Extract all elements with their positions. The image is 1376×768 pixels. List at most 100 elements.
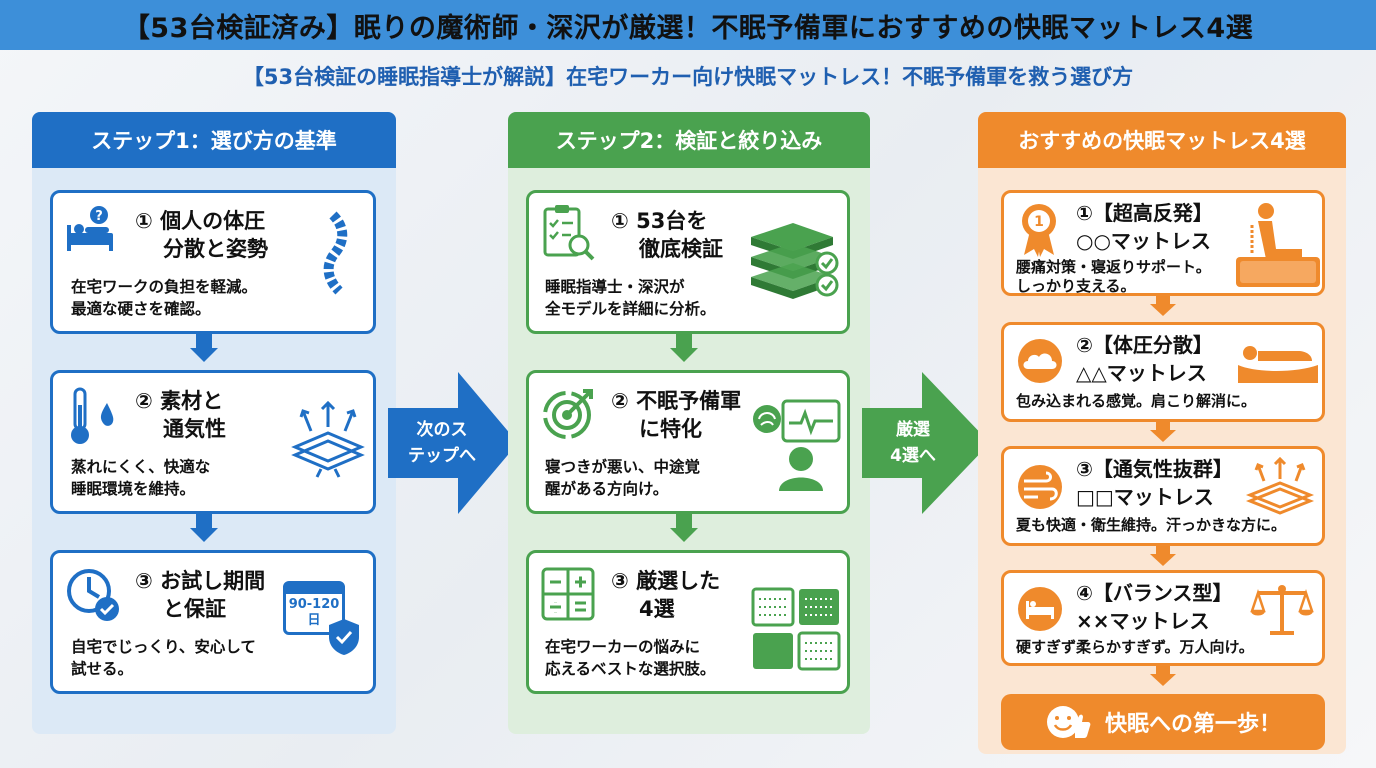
balance-scale-icon [1250,585,1314,635]
step3-arrow-2 [1156,422,1170,430]
step2-arrow-2 [676,514,692,528]
step2-card-3-title2: 4選 [639,597,675,621]
step3-card-1-desc2: しっかり支える。 [1016,277,1136,295]
step3-card-4-title1: ④【バランス型】 [1076,581,1233,605]
step3-card-1: 1 ①【超高反発】 ○○マットレス 腰痛対策・寝返りサポート。 しっかり支える。 [1001,190,1325,296]
target-icon [543,389,593,439]
step3-arrow-1 [1156,296,1170,304]
next-step-line2: テップへ [408,446,476,466]
clock-check-icon [67,569,119,621]
step1-card-2-desc1: 蒸れにくく、快適な [71,458,211,476]
title-bar: 【53台検証済み】眠りの魔術師・深沢が厳選！不眠予備軍におすすめの快眠マットレス… [0,0,1376,50]
step2-card-2-title1: ② 不眠予備軍 [611,389,742,413]
calculator-icon [541,567,595,621]
select-four-line1: 厳選 [896,420,930,440]
step3-arrow-2-head [1150,430,1176,442]
final-step-label: 快眠への第一歩！ [1104,712,1281,737]
step3-arrow-3 [1156,546,1170,554]
step1-header: ステップ1：選び方の基準 [32,112,396,168]
step1-card-2-title1: ② 素材と [135,389,224,413]
step2-header: ステップ2：検証と絞り込み [508,112,870,168]
step2-card-1-desc2: 全モデルを詳細に分析。 [545,300,716,318]
select-four-line2: 4選へ [890,446,936,466]
step1-card-3-desc1: 自宅でじっくり、安心して [71,638,256,656]
step1-arrow-1-head [190,348,218,362]
step1-card-1-desc2: 最適な硬さを確認。 [71,300,211,318]
step3-header: おすすめの快眠マットレス4選 [978,112,1346,168]
step3-card-1-desc: 腰痛対策・寝返りサポート。 [1016,258,1211,276]
step1-card-3-title2: と保証 [163,597,226,621]
mattress-stack-icon [751,223,839,299]
lying-person-icon [1238,346,1318,383]
next-step-arrow: 次のス テップへ [388,372,518,514]
award-badge-number: 1 [1034,214,1044,230]
step1-card-3-title1: ③ お試し期間 [135,569,266,593]
checklist-magnifier-icon [543,205,595,261]
spine-icon [323,211,348,295]
bed-question-icon: ? [67,206,113,251]
step1-card-3-desc2: 試せる。 [71,660,134,678]
step1-arrow-2-head [190,528,218,542]
step2-card-2-desc2: 醒がある方向け。 [545,480,669,498]
step2-arrow-1 [676,334,692,348]
smile-thumbsup-icon [1046,706,1091,738]
select-four-arrow: 厳選 4選へ [862,372,990,514]
airflow-layers-icon [291,400,365,478]
step1-card-1-desc1: 在宅ワークの負担を軽減。 [71,278,258,296]
step3-card-3-desc: 夏も快適・衛生維持。汗っかきな方に。 [1016,516,1287,534]
step2-arrow-2-head [670,528,698,542]
calendar-text-2: 日 [307,613,321,628]
step3-card-3: ③【通気性抜群】 □□マットレス 夏も快適・衛生維持。汗っかきな方に。 [1001,446,1325,546]
four-mattresses-icon [751,587,841,671]
svg-text:?: ? [95,209,103,224]
step2-card-2-title2: に特化 [639,417,702,441]
step3-card-2-title2: △△マットレス [1076,361,1207,385]
step2-card-2: ② 不眠予備軍 に特化 寝つきが悪い、中途覚 醒がある方向け。 [526,370,850,514]
step2-card-2-desc1: 寝つきが悪い、中途覚 [545,458,701,476]
step1-arrow-1 [196,334,212,348]
step3-arrow-4-head [1150,674,1176,686]
step3-arrow-4 [1156,666,1170,674]
step3-card-3-title2: □□マットレス [1076,485,1214,509]
step1-card-1-title1: ① 個人の体圧 [135,209,266,233]
step2-card-3-title1: ③ 厳選した [611,569,721,593]
airflow-layers-icon-orange [1245,456,1315,515]
calendar-text-1: 90-120 [288,597,340,612]
step2-card-1: ① 53台を 徹底検証 睡眠指導士・深沢が 全モデルを詳細に分析。 [526,190,850,334]
step2-card-1-title1: ① 53台を [611,209,708,233]
step1-arrow-2 [196,514,212,528]
step3-card-2: ②【体圧分散】 △△マットレス 包み込まれる感覚。肩こり解消に。 [1001,322,1325,422]
step3-card-1-title1: ①【超高反発】 [1076,201,1213,225]
step1-column: ステップ1：選び方の基準 ? ① 個人の体圧 分散と姿勢 在宅ワークの負担を軽減… [32,112,396,734]
step1-card-2: ② 素材と 通気性 蒸れにくく、快適な 睡眠環境を維持。 [50,370,376,514]
step3-card-4: ④【バランス型】 ××マットレス 硬すぎず柔らかすぎず。万人向け。 [1001,570,1325,666]
cloud-icon [1018,339,1062,383]
step1-card-2-desc2: 睡眠環境を維持。 [71,480,196,498]
step3-card-2-title1: ②【体圧分散】 [1076,333,1213,357]
step1-card-2-title2: 通気性 [163,417,226,441]
final-step-banner: 快眠への第一歩！ [1001,694,1325,750]
step3-card-1-title2: ○○マットレス [1076,229,1211,253]
page-title: 【53台検証済み】眠りの魔術師・深沢が厳選！不眠予備軍におすすめの快眠マットレス… [122,12,1254,44]
step3-card-4-desc: 硬すぎず柔らかすぎず。万人向け。 [1016,638,1254,656]
step2-card-3-desc2: 応えるベストな選択肢。 [545,660,716,678]
step3-card-2-desc: 包み込まれる感覚。肩こり解消に。 [1016,392,1257,410]
step2-card-1-title2: 徹底検証 [639,237,723,261]
thermometer-drop-icon [71,387,114,444]
step1-card-3: ③ お試し期間 と保証 90-120 日 自宅でじっくり、安心して 試せる。 [50,550,376,694]
calendar-shield-icon: 90-120 日 [283,577,361,659]
step3-card-4-title2: ××マットレス [1076,609,1210,633]
step3-arrow-1-head [1150,304,1176,316]
step2-card-3-desc1: 在宅ワーカーの悩みに [545,638,701,656]
step2-arrow-1-head [670,348,698,362]
step3-arrow-3-head [1150,554,1176,566]
step1-card-1-title2: 分散と姿勢 [163,237,268,261]
bed-icon [1018,587,1062,631]
page-subtitle: 【53台検証の睡眠指導士が解説】在宅ワーカー向け快眠マットレス！不眠予備軍を救う… [242,65,1134,89]
step1-card-1: ? ① 個人の体圧 分散と姿勢 在宅ワークの負担を軽減。 最適な硬さを確認。 [50,190,376,334]
next-step-line1: 次のス [416,420,468,440]
step2-card-1-desc1: 睡眠指導士・深沢が [545,278,685,296]
brain-monitor-person-icon [753,399,841,491]
sitting-person-icon [1236,203,1320,287]
wind-icon [1018,465,1062,509]
